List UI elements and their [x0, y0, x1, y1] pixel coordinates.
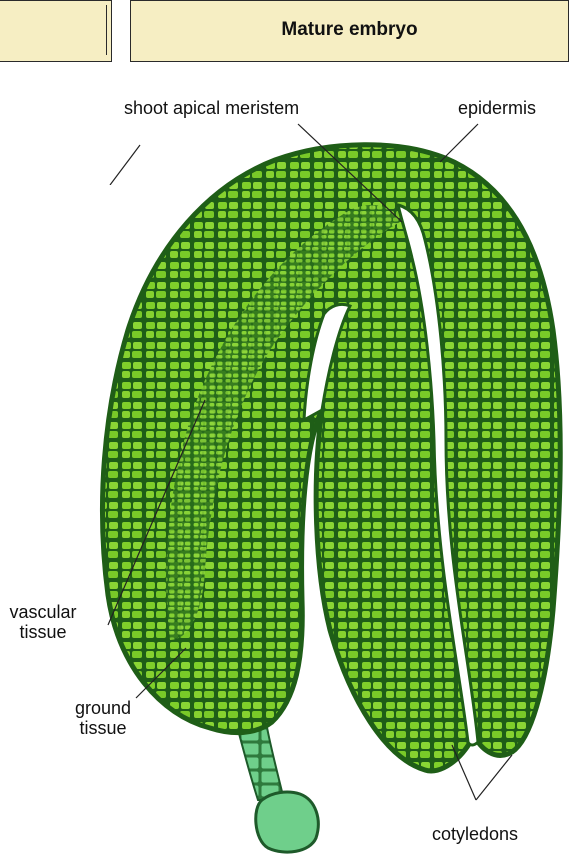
label-shoot-apical-meristem: shoot apical meristem: [124, 98, 299, 118]
epidermis-line: [440, 124, 478, 162]
label-shoot-apical-meristem-text: shoot apical meristem: [124, 98, 299, 118]
label-epidermis: epidermis: [458, 98, 536, 118]
suspensor-basal-cell: [256, 792, 319, 852]
suspensor: [236, 722, 318, 852]
label-ground-tissue-line1: ground: [62, 698, 144, 718]
panel-divider: [105, 185, 111, 235]
label-ground-tissue-line2: tissue: [62, 718, 144, 738]
cotyledon-line-2: [476, 755, 512, 800]
label-cotyledons-text: cotyledons: [432, 824, 518, 844]
previous-panel-leader-line: [110, 145, 140, 185]
label-epidermis-text: epidermis: [458, 98, 536, 118]
label-vascular-tissue-line2: tissue: [2, 622, 84, 642]
label-vascular-tissue: vascular tissue: [2, 602, 84, 642]
label-cotyledons: cotyledons: [432, 824, 518, 844]
label-vascular-tissue-line1: vascular: [2, 602, 84, 622]
label-ground-tissue: ground tissue: [62, 698, 144, 738]
embryo-body: [102, 145, 560, 771]
